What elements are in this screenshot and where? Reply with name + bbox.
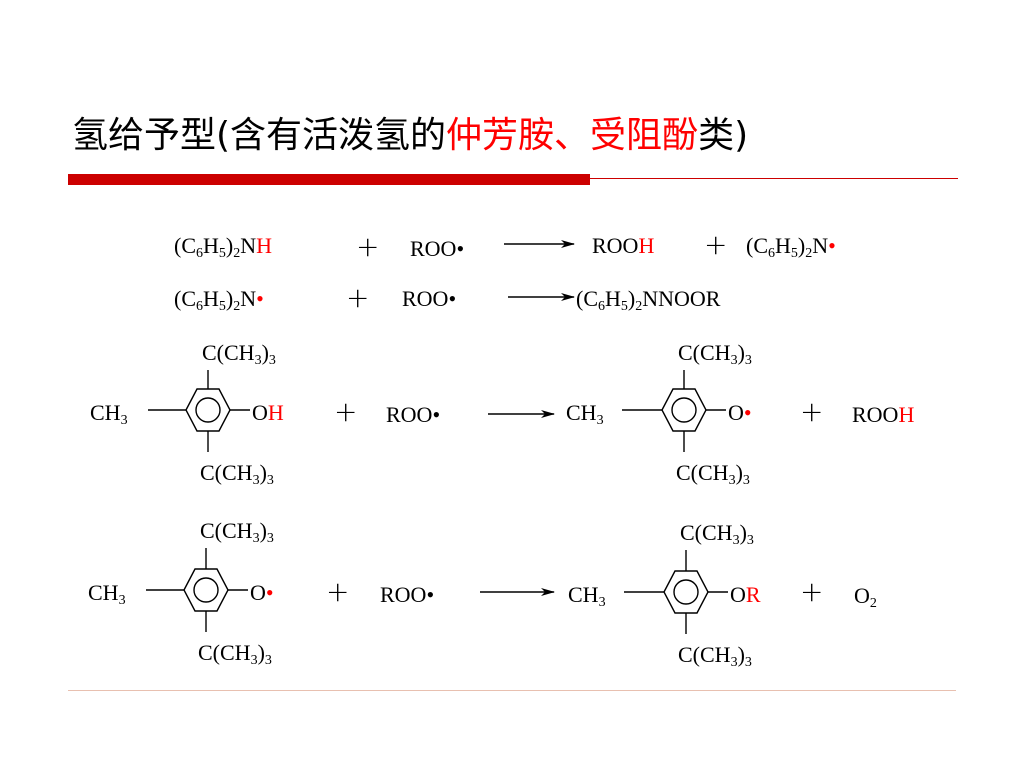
r1-plus-2: +: [704, 228, 728, 261]
r3-rhs-ring: [622, 370, 726, 452]
slide-title: 氢给予型(含有活泼氢的仲芳胺、受阻酚类): [72, 112, 748, 160]
r3-plus-2: +: [800, 395, 824, 428]
r4-lhs-bottom-substituent: C(CH3)3: [198, 640, 272, 668]
title-part-1: 氢给予型(含有活泼氢的: [72, 115, 447, 156]
r2-reactant: (C6H5)2N•: [174, 286, 264, 314]
r2-reagent: ROO•: [402, 286, 457, 311]
r3-lhs-ring: [148, 370, 250, 452]
r3-rhs-bottom-substituent: C(CH3)3: [676, 460, 750, 488]
r4-product-2: O2: [854, 583, 877, 611]
r4-rhs-methyl: CH3: [568, 582, 606, 610]
r2-plus: +: [346, 281, 370, 314]
r3-lhs-bottom-substituent: C(CH3)3: [200, 460, 274, 488]
r1-reactant: (C6H5)2NH: [174, 233, 272, 261]
r3-plus: +: [334, 395, 358, 428]
r4-lhs-ring: [146, 548, 248, 632]
r3-reagent: ROO•: [386, 402, 441, 427]
r4-reagent: ROO•: [380, 582, 435, 607]
r4-lhs-top-substituent: C(CH3)3: [200, 518, 274, 546]
r3-lhs-top-substituent: C(CH3)3: [202, 340, 276, 368]
r4-lhs-methyl: CH3: [88, 580, 126, 608]
r1-product-1: ROOH: [592, 233, 655, 258]
r3-lhs-methyl: CH3: [90, 400, 128, 428]
footer-divider: [68, 690, 956, 691]
r4-plus: +: [326, 575, 350, 608]
r4-lhs-oxy-radical: O•: [250, 580, 274, 605]
r3-rhs-oxy-radical: O•: [728, 400, 752, 425]
title-highlight: 仲芳胺、受阻酚: [446, 115, 699, 156]
r3-product-2: ROOH: [852, 402, 915, 427]
r4-rhs-ring: [624, 550, 728, 634]
r3-rhs-methyl: CH3: [566, 400, 604, 428]
r1-product-2: (C6H5)2N•: [746, 233, 836, 261]
r1-reagent: ROO•: [410, 236, 465, 261]
r3-lhs-hydroxyl: OH: [252, 400, 284, 425]
r4-rhs-ether: OR: [730, 582, 761, 607]
r1-plus: +: [356, 230, 380, 263]
title-underline-thin: [590, 178, 958, 179]
title-underline-bar: [68, 174, 590, 185]
r4-plus-2: +: [800, 575, 824, 608]
r3-rhs-top-substituent: C(CH3)3: [678, 340, 752, 368]
r4-rhs-top-substituent: C(CH3)3: [680, 520, 754, 548]
title-part-3: 类): [698, 115, 749, 156]
r2-product: (C6H5)2NNOOR: [576, 286, 721, 314]
r4-rhs-bottom-substituent: C(CH3)3: [678, 642, 752, 670]
